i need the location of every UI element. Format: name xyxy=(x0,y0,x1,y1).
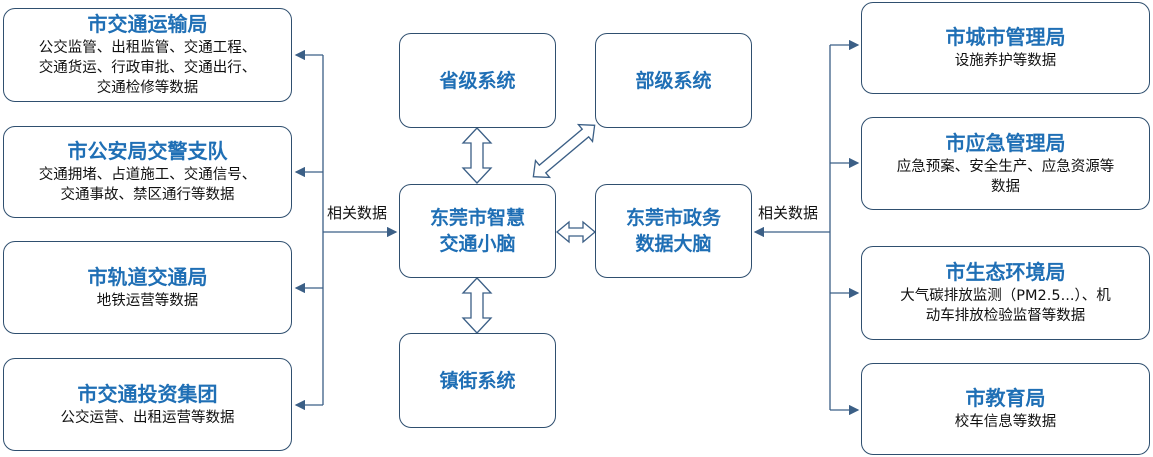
ministry-system-box: 部级系统 xyxy=(595,33,752,128)
org-desc-line: 交通事故、禁区通行等数据 xyxy=(60,187,235,203)
provincial-system-label: 省级系统 xyxy=(439,69,516,92)
org-title: 市交通运输局 xyxy=(87,12,208,36)
gov-data-brain-box: 东莞市政务 数据大脑 xyxy=(595,184,752,278)
brain-label-line1: 东莞市智慧 xyxy=(429,207,525,229)
town-system-label: 镇街系统 xyxy=(439,369,516,392)
org-box-ecology-environment: 市生态环境局 大气碳排放监测（PM2.5...）、机 动车排放检验监督等数据 xyxy=(861,246,1150,340)
smart-traffic-brain-box: 东莞市智慧 交通小脑 xyxy=(399,184,556,278)
brain-gov-arrow xyxy=(555,220,597,244)
org-title: 市交通投资集团 xyxy=(77,381,218,406)
left-related-data-label: 相关数据 xyxy=(327,204,388,222)
gov-label-line1: 东莞市政务 xyxy=(625,207,721,229)
org-desc-line: 交通检修等数据 xyxy=(96,80,199,96)
org-box-traffic-police: 市公安局交警支队 交通拥堵、占道施工、交通信号、 交通事故、禁区通行等数据 xyxy=(3,126,292,218)
provincial-brain-arrow xyxy=(461,127,493,184)
org-desc-line: 交通货运、行政审批、交通出行、 xyxy=(38,60,257,76)
org-box-rail-transit: 市轨道交通局 地铁运营等数据 xyxy=(3,241,292,334)
org-box-emergency-management: 市应急管理局 应急预案、安全生产、应急资源等 数据 xyxy=(861,117,1150,210)
org-desc-line: 大气碳排放监测（PM2.5...）、机 xyxy=(900,288,1111,304)
brain-label-line2: 交通小脑 xyxy=(439,233,516,255)
ministry-system-label: 部级系统 xyxy=(635,69,712,92)
org-title: 市应急管理局 xyxy=(945,130,1066,155)
org-title: 市轨道交通局 xyxy=(87,264,208,289)
provincial-system-box: 省级系统 xyxy=(399,33,556,128)
org-box-transport-investment: 市交通投资集团 公交运营、出租运营等数据 xyxy=(3,358,292,451)
org-desc-line: 设施养护等数据 xyxy=(954,53,1057,69)
gov-label-line2: 数据大脑 xyxy=(635,233,712,255)
brain-ministry-arrow xyxy=(532,123,596,179)
org-desc-line: 校车信息等数据 xyxy=(954,414,1057,430)
org-title: 市城市管理局 xyxy=(945,25,1066,49)
org-title: 市教育局 xyxy=(965,386,1046,410)
org-title: 市生态环境局 xyxy=(945,260,1066,284)
right-related-data-label: 相关数据 xyxy=(758,204,819,222)
org-desc-line: 交通拥堵、占道施工、交通信号、 xyxy=(38,167,257,183)
org-desc-line: 数据 xyxy=(991,178,1020,195)
org-desc-line: 公交运营、出租运营等数据 xyxy=(60,409,235,426)
org-desc-line: 地铁运营等数据 xyxy=(96,292,199,309)
town-system-box: 镇街系统 xyxy=(399,333,556,428)
org-desc-line: 公交监管、出租监管、交通工程、 xyxy=(38,40,257,56)
org-desc-line: 应急预案、安全生产、应急资源等 xyxy=(896,158,1115,175)
org-box-urban-management: 市城市管理局 设施养护等数据 xyxy=(861,2,1150,94)
org-desc-line: 动车排放检验监督等数据 xyxy=(925,308,1086,324)
org-box-education-bureau: 市教育局 校车信息等数据 xyxy=(861,363,1150,455)
brain-town-arrow xyxy=(461,277,493,334)
org-title: 市公安局交警支队 xyxy=(67,139,228,163)
org-box-transport-bureau: 市交通运输局 公交监管、出租监管、交通工程、 交通货运、行政审批、交通出行、 交… xyxy=(3,8,292,102)
